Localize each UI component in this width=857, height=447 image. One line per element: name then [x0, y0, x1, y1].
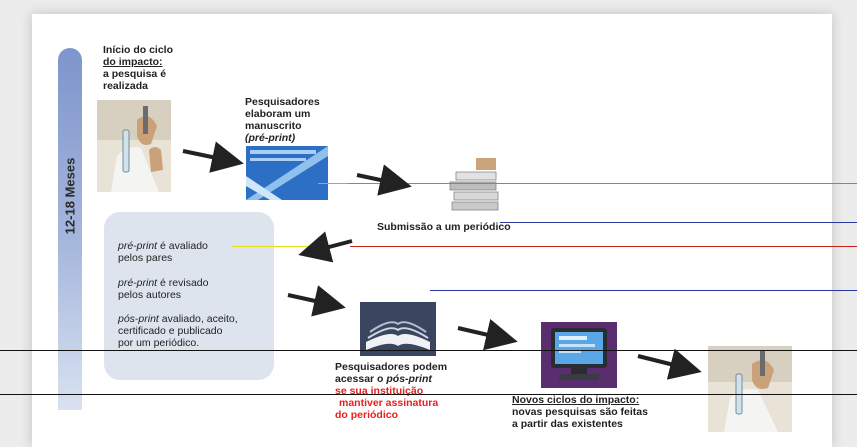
arrow-6 — [637, 348, 702, 380]
arrow-3 — [298, 231, 353, 263]
scanline-cyan — [318, 183, 348, 184]
step2-caption: Pesquisadores elaboram um manuscrito (pr… — [245, 96, 320, 144]
review-panel — [104, 212, 274, 380]
step1-caption: Início do ciclo do impacto: a pesquisa é… — [103, 44, 174, 92]
open-journal-image — [360, 302, 436, 356]
panel-item-author-revision: pré-print é revisado pelos autores — [118, 277, 209, 301]
panel-item-publication: pós-print avaliado, aceito, certificado … — [118, 313, 238, 349]
scanline-magenta — [322, 183, 857, 184]
step5-caption: Novos ciclos do impacto: novas pesquisas… — [512, 394, 648, 430]
document-manuscript-image — [246, 146, 328, 200]
arrow-5 — [457, 319, 518, 351]
lab-researcher-image-repeat — [708, 346, 792, 432]
step3-caption: Submissão a um periódico — [377, 221, 511, 233]
scanline-blue-2 — [430, 290, 857, 291]
computer-monitor-image — [541, 322, 617, 388]
step4-caption: Pesquisadores podem acessar o pós-print … — [335, 361, 448, 421]
scanline-black-2 — [0, 394, 857, 395]
scanline-red — [350, 246, 857, 247]
scanline-blue — [500, 222, 857, 223]
timeline-bar — [58, 48, 82, 410]
lab-researcher-image — [97, 100, 171, 192]
arrow-4 — [287, 285, 346, 317]
arrow-1 — [182, 141, 244, 173]
scanline-black — [0, 350, 857, 351]
arrow-2 — [356, 164, 412, 196]
scanline-yellow — [232, 246, 322, 247]
journal-stack-image — [446, 156, 500, 214]
panel-item-peer-review: pré-print é avaliado pelos pares — [118, 240, 208, 264]
